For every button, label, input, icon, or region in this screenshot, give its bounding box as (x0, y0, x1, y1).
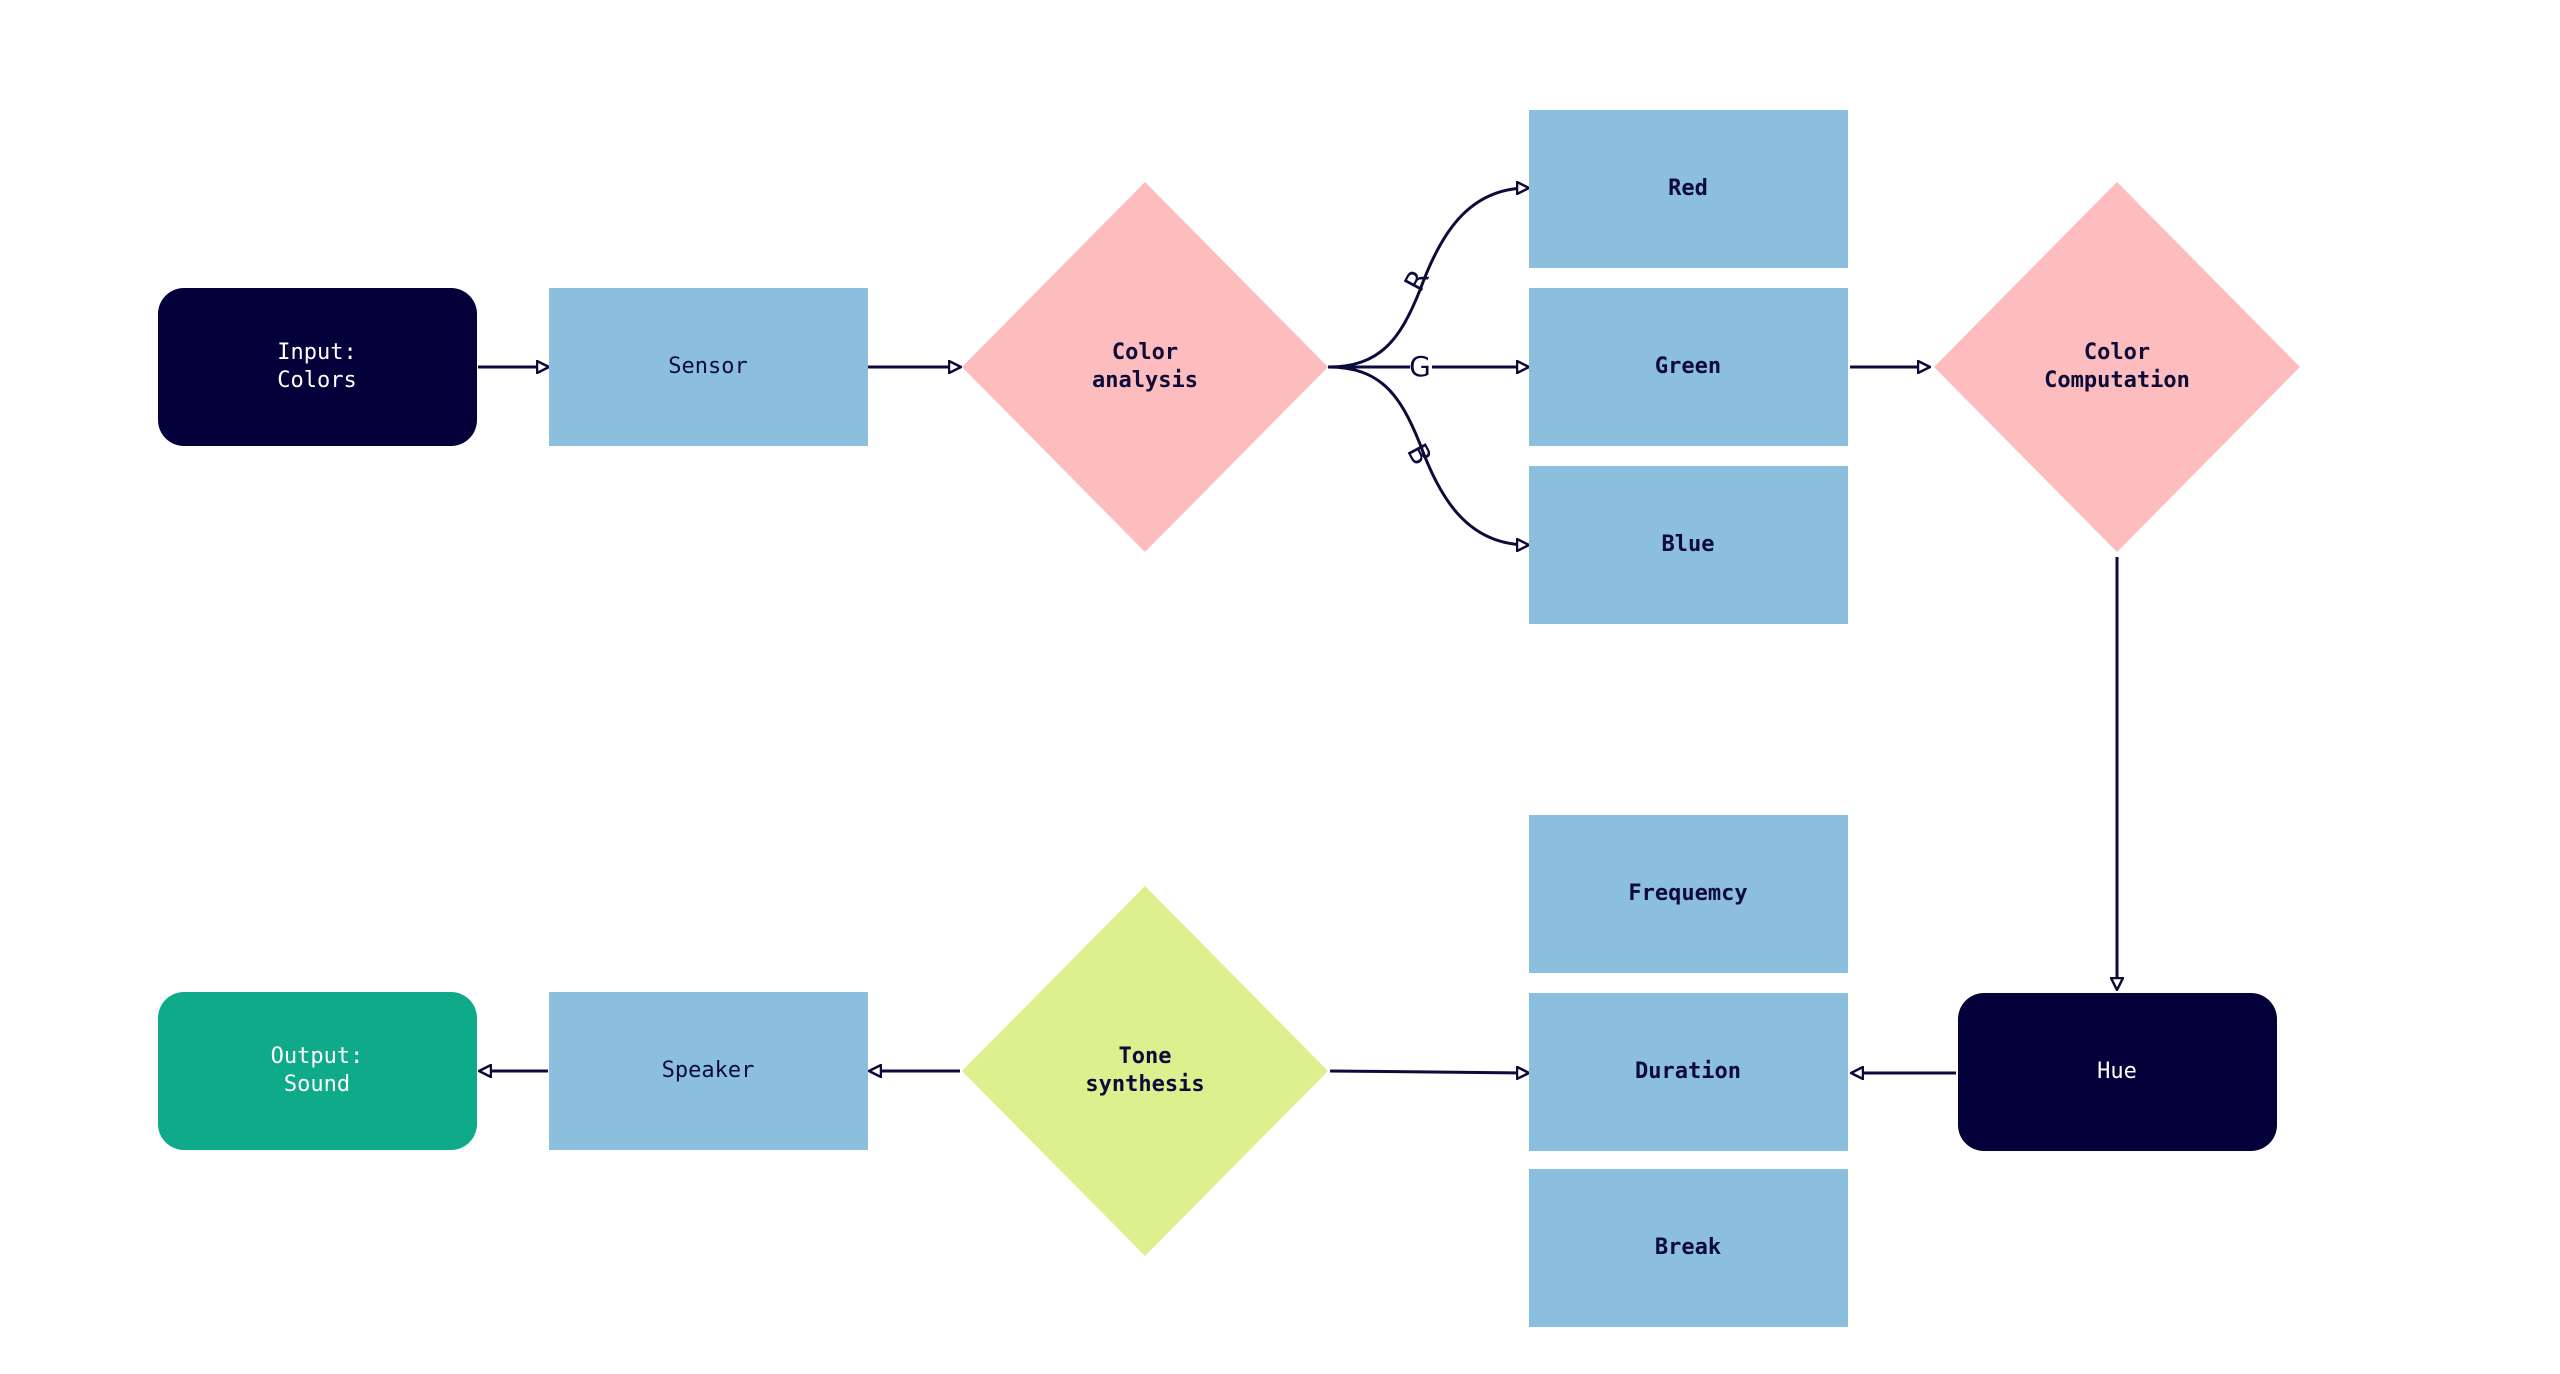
node-duration: Duration (1529, 993, 1848, 1151)
node-color-computation: Color Computation (1934, 182, 2300, 552)
node-blue: Blue (1529, 466, 1848, 624)
node-green-label: Green (1655, 354, 1721, 379)
node-blue-label: Blue (1662, 532, 1715, 557)
node-tone-synthesis: Tone synthesis (962, 886, 1328, 1256)
node-red-label: Red (1668, 176, 1708, 201)
node-duration-label: Duration (1635, 1059, 1741, 1084)
node-speaker: Speaker (549, 992, 868, 1150)
edges (478, 188, 2117, 1073)
node-red: Red (1529, 110, 1848, 268)
node-break-label: Break (1655, 1235, 1721, 1260)
node-color-analysis: Color analysis (962, 182, 1328, 552)
node-break: Break (1529, 1169, 1848, 1327)
node-color-analysis-line1: Color (1112, 340, 1178, 365)
node-input-line1: Input: (277, 340, 356, 365)
edge-label-r: R (1398, 264, 1436, 297)
node-tone-synthesis-line1: Tone (1119, 1044, 1172, 1069)
node-output-line2: Sound (284, 1072, 350, 1097)
node-frequency-label: Frequemcy (1628, 881, 1747, 906)
node-color-analysis-line2: analysis (1092, 368, 1198, 393)
node-tone-synthesis-line2: synthesis (1085, 1072, 1204, 1097)
node-speaker-label: Speaker (662, 1058, 755, 1083)
node-input-line2: Colors (277, 368, 356, 393)
node-green: Green (1529, 288, 1848, 446)
node-sensor: Sensor (549, 288, 868, 446)
edge-tone-synthesis-to-duration (1329, 1071, 1528, 1073)
node-hue: Hue (1958, 993, 2277, 1151)
node-hue-label: Hue (2097, 1059, 2137, 1084)
node-output-line1: Output: (271, 1044, 364, 1069)
edge-color-analysis-to-blue (1327, 365, 1528, 545)
node-output-sound: Output: Sound (158, 992, 477, 1150)
edge-label-g: G (1409, 350, 1431, 383)
edge-color-analysis-to-red (1327, 188, 1528, 369)
edge-label-b: B (1400, 438, 1438, 470)
node-frequency: Frequemcy (1529, 815, 1848, 973)
node-color-computation-line1: Color (2084, 340, 2150, 365)
node-color-computation-line2: Computation (2044, 368, 2190, 393)
node-input-colors: Input: Colors (158, 288, 477, 446)
node-sensor-label: Sensor (668, 354, 747, 379)
